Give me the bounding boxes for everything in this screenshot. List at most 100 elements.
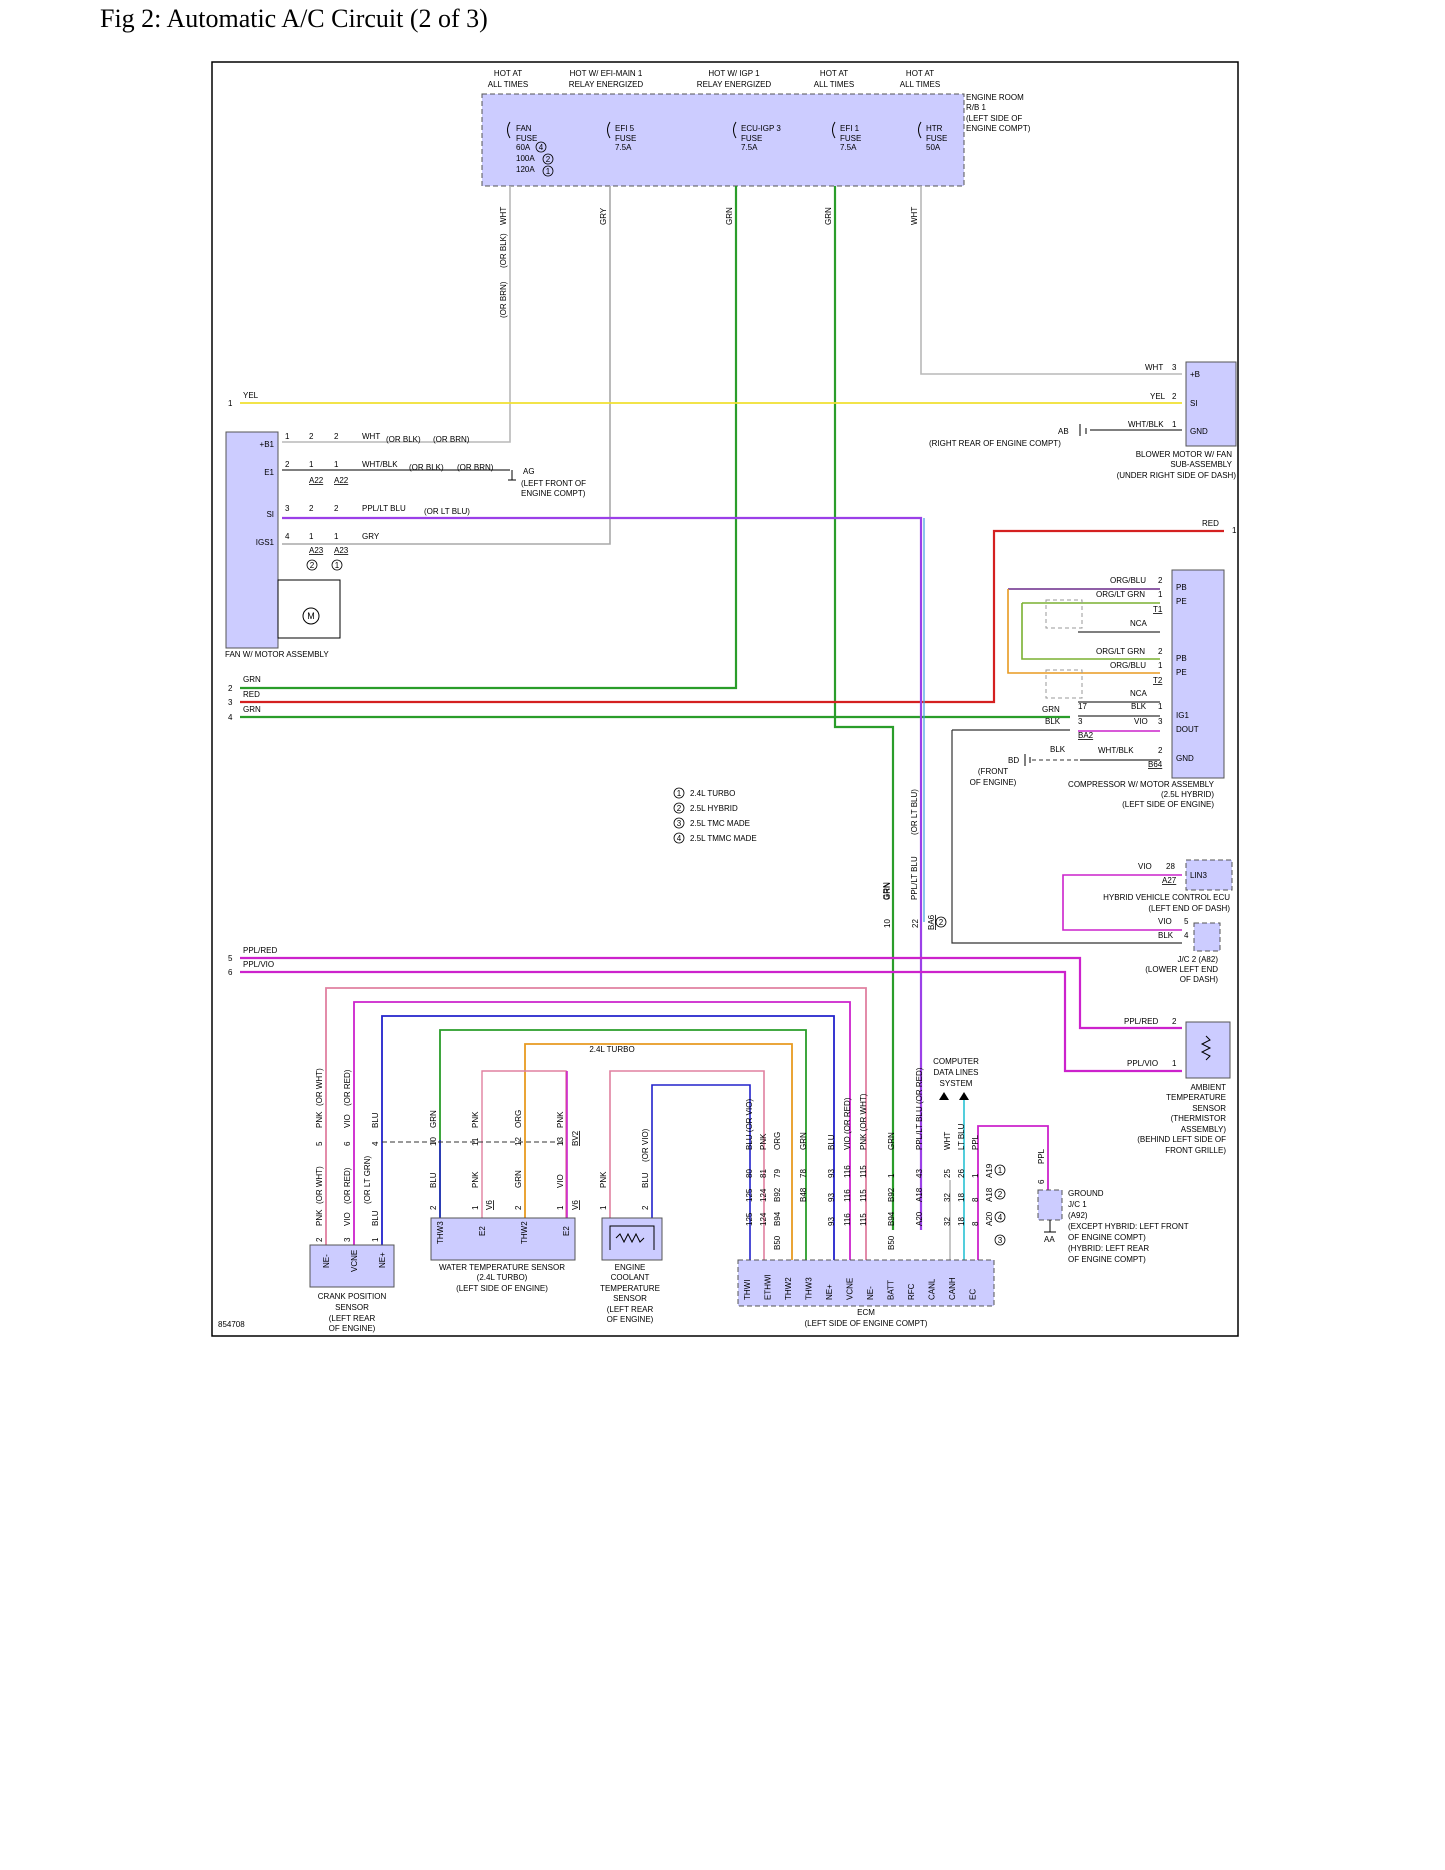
fan-motor-pins: +B1 E1 SI IGS1 [256, 440, 275, 547]
top-headers: HOT AT ALL TIMES HOT W/ EFI-MAIN 1 RELAY… [488, 69, 940, 89]
header-1-line1: HOT AT [494, 69, 522, 78]
svg-text:ECU-IGP 3: ECU-IGP 3 [741, 124, 781, 133]
ecm-col-5-row-1: 116 [843, 1189, 852, 1202]
svg-text:GND: GND [1190, 427, 1208, 436]
svg-text:28: 28 [1166, 862, 1175, 871]
svg-text:(UNDER RIGHT SIDE OF DASH): (UNDER RIGHT SIDE OF DASH) [1117, 471, 1237, 480]
compressor-motor-assembly [1171, 569, 1225, 779]
svg-text:(BEHIND LEFT SIDE OF: (BEHIND LEFT SIDE OF [1137, 1135, 1226, 1144]
svg-text:1: 1 [546, 167, 551, 176]
svg-text:GRN: GRN [243, 675, 261, 684]
svg-text:(OR VIO): (OR VIO) [641, 1128, 650, 1162]
svg-text:60A: 60A [516, 143, 531, 152]
svg-text:1: 1 [334, 460, 339, 469]
relay-label-line2: R/B 1 [966, 103, 987, 112]
engine-room-relay-block [481, 93, 965, 187]
svg-text:2: 2 [998, 1190, 1003, 1199]
svg-text:NE-: NE- [322, 1254, 331, 1268]
svg-text:FUSE: FUSE [840, 134, 861, 143]
svg-text:(FRONT: (FRONT [978, 767, 1008, 776]
svg-text:2.5L TMC MADE: 2.5L TMC MADE [690, 819, 750, 828]
relay-label-line4: ENGINE COMPT) [966, 124, 1031, 133]
svg-text:2.4L TURBO: 2.4L TURBO [690, 789, 735, 798]
header-2-line2: RELAY ENERGIZED [569, 80, 644, 89]
wts-pins: THW3 E2 THW2 E2 [436, 1221, 571, 1244]
svg-text:PB: PB [1176, 654, 1187, 663]
svg-text:GRN: GRN [1042, 705, 1060, 714]
svg-text:1: 1 [335, 561, 340, 570]
svg-text:3: 3 [677, 819, 682, 828]
compressor-name: COMPRESSOR W/ MOTOR ASSEMBLY (2.5L HYBRI… [1068, 780, 1215, 809]
svg-text:A22: A22 [334, 476, 349, 485]
ecm-col-8-row-2: A20 [915, 1211, 924, 1226]
ecm-col-wire-8: PPL/LT BLU (OR RED) [915, 1067, 924, 1150]
ecm-col-1-row-1: 124 [759, 1188, 768, 1202]
svg-text:4: 4 [677, 834, 682, 843]
ecm-col-6-row-2: 115 [859, 1213, 868, 1226]
compressor-wires: ORG/BLU 2 ORG/LT GRN 1 T1 NCA ORG/LT GRN… [1096, 576, 1163, 769]
ecm-col-wire-7: GRN [887, 1132, 896, 1150]
svg-text:1: 1 [471, 1205, 480, 1210]
svg-text:(2.5L HYBRID): (2.5L HYBRID) [1161, 790, 1214, 799]
svg-text:(OR RED): (OR RED) [343, 1167, 352, 1204]
ecm-col-wire-6: PNK (OR WHT) [859, 1093, 868, 1150]
ecm-col-9-row-2: 32 [943, 1217, 952, 1226]
ecm-col-4-row-0: 93 [827, 1169, 836, 1178]
crank-position-sensor [309, 1244, 395, 1288]
svg-text:WATER TEMPERATURE SENSOR: WATER TEMPERATURE SENSOR [439, 1263, 565, 1272]
svg-text:GRN: GRN [883, 882, 892, 900]
svg-text:WHT/BLK: WHT/BLK [1098, 746, 1134, 755]
ecm-col-3-row-0: 78 [799, 1169, 808, 1178]
ecm-col-wire-10: LT BLU [957, 1123, 966, 1150]
ecm-pin-9: CANL [928, 1278, 937, 1300]
ambient-temperature-sensor [1185, 1021, 1231, 1079]
header-3-line2: RELAY ENERGIZED [697, 80, 772, 89]
ecm-pin-6: NE- [866, 1286, 875, 1300]
svg-text:THW3: THW3 [436, 1221, 445, 1244]
header-1-line2: ALL TIMES [488, 80, 528, 89]
svg-text:2: 2 [309, 432, 314, 441]
svg-text:FUSE: FUSE [741, 134, 762, 143]
relay-label-line1: ENGINE ROOM [966, 93, 1024, 102]
svg-text:WHT/BLK: WHT/BLK [1128, 420, 1164, 429]
ground-jc1 [1037, 1189, 1063, 1221]
ecm [737, 1259, 995, 1307]
svg-text:COOLANT: COOLANT [611, 1273, 650, 1282]
wire-comp-pe-loop [1021, 603, 1160, 660]
ecm-col-9-row-1: 32 [943, 1193, 952, 1202]
svg-text:(OR WHT): (OR WHT) [315, 1068, 324, 1106]
ecm-col-8-row-1: A18 [915, 1187, 924, 1202]
svg-text:1: 1 [998, 1166, 1003, 1175]
svg-text:2: 2 [228, 684, 233, 693]
svg-text:PE: PE [1176, 597, 1187, 606]
svg-text:THW2: THW2 [520, 1221, 529, 1244]
blower-motor [1185, 361, 1237, 447]
svg-text:120A: 120A [516, 165, 535, 174]
svg-text:BLK: BLK [1131, 702, 1147, 711]
ecm-pin-1: ETHWI [764, 1274, 773, 1300]
svg-text:BLK: BLK [1158, 931, 1174, 940]
svg-text:GRN: GRN [824, 207, 833, 225]
svg-text:7.5A: 7.5A [615, 143, 632, 152]
ecm-pin-0: THWI [743, 1280, 752, 1300]
svg-text:V6: V6 [571, 1200, 580, 1210]
svg-text:2: 2 [429, 1205, 438, 1210]
svg-text:PNK: PNK [315, 1111, 324, 1128]
svg-text:PNK: PNK [599, 1171, 608, 1188]
fuse-ecu-igp3: ECU-IGP 3 FUSE 7.5A [733, 121, 781, 152]
ecm-col-1-row-0: 81 [759, 1169, 768, 1178]
ecm-col-0-row-1: 125 [745, 1188, 754, 1202]
wire-grn-ecuigp [240, 186, 738, 690]
svg-text:12: 12 [514, 1137, 523, 1146]
svg-text:GRN: GRN [725, 207, 734, 225]
compressor-pins: PB PE PB PE IG1 DOUT GND [1176, 583, 1199, 763]
svg-text:AMBIENT: AMBIENT [1190, 1083, 1226, 1092]
svg-text:1: 1 [599, 1205, 608, 1210]
svg-text:2: 2 [334, 432, 339, 441]
ecm-pin-2: THW2 [784, 1277, 793, 1300]
svg-text:DATA LINES: DATA LINES [933, 1068, 978, 1077]
svg-text:2: 2 [285, 460, 290, 469]
ecm-col-0-row-0: 80 [745, 1169, 754, 1178]
svg-text:(OR RED): (OR RED) [343, 1069, 352, 1106]
svg-text:GRY: GRY [599, 207, 608, 225]
